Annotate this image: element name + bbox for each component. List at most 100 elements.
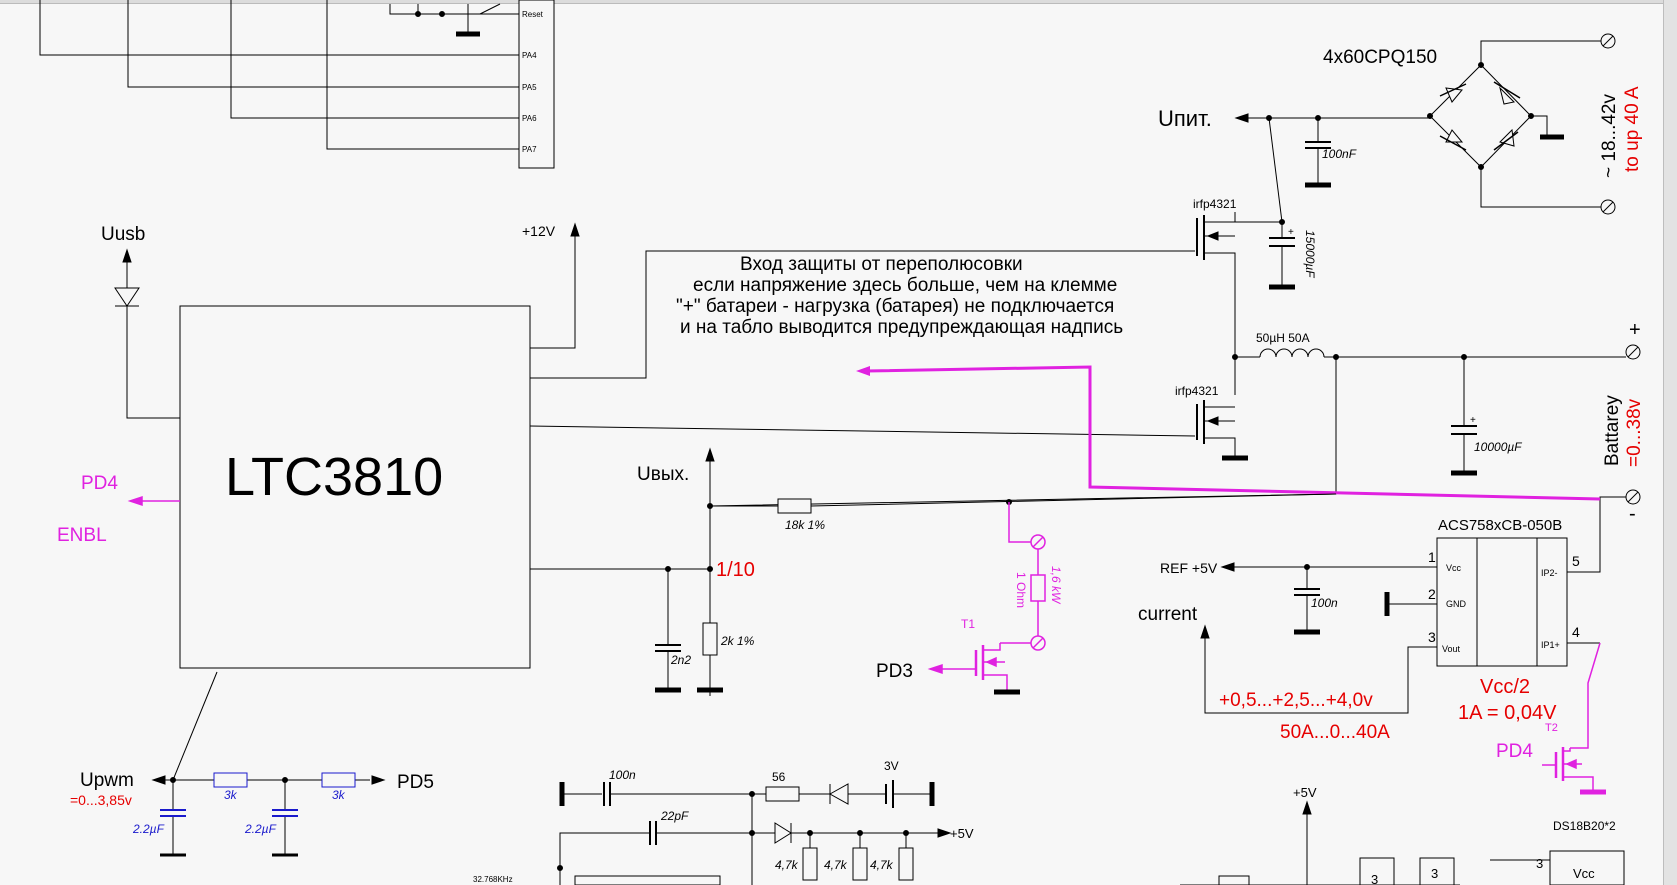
svg-text:+: + — [1470, 415, 1476, 426]
ds-label: DS18B20*2 — [1553, 819, 1616, 833]
uusb-net — [114, 222, 580, 419]
svg-text:+: + — [1288, 227, 1294, 238]
ratio-label: 1/10 — [716, 559, 755, 581]
acs-pin-vout: Vout — [1442, 644, 1461, 654]
acs-pin-4: 4 — [1572, 624, 1580, 640]
t1-label: T1 — [961, 617, 975, 631]
input-range-label: ~ 18...42v — [1599, 94, 1620, 178]
pin-reset: Reset — [522, 10, 544, 19]
r56-label: 56 — [772, 770, 786, 784]
r2k-label: 2k 1% — [720, 634, 755, 648]
battery-label: Battarey — [1602, 395, 1623, 466]
mcu-block — [39, 0, 555, 169]
shunt-r-label: 1,6 kW — [1049, 566, 1063, 605]
note-line-1: Вход защиты от переполюсовки — [740, 254, 1023, 275]
t1-shunt-switch[interactable] — [927, 502, 1046, 690]
c22pf-label: 22pF — [660, 809, 689, 823]
mcu-pin-labels: Reset PA4 PA5 PA6 PA7 — [522, 10, 544, 154]
c15000-cap[interactable]: + — [1269, 219, 1295, 290]
c10000-label: 10000µF — [1474, 440, 1522, 454]
annotation-arrow — [856, 365, 1601, 501]
pd5-label: PD5 — [397, 772, 434, 793]
protection-note: Вход защиты от переполюсовки если напряж… — [676, 254, 1123, 338]
battery-minus-label: - — [1629, 503, 1636, 525]
acs758-sensor[interactable] — [1200, 537, 1600, 714]
shunt-ohm-label: 1 Ohm — [1014, 572, 1028, 608]
c100n-ref-label: 100n — [1311, 596, 1338, 610]
sens-label: 1A = 0,04V — [1458, 702, 1557, 724]
acs-pin-ip2: IP2- — [1541, 568, 1558, 578]
uvyh-label: Uвых. — [637, 464, 689, 485]
ltc3810-label: LTC3810 — [225, 447, 443, 507]
acs-pin-names: Vcc GND Vout IP2- IP1+ — [1442, 563, 1560, 654]
acs-pin-2: 2 — [1428, 586, 1436, 602]
v12-label: +12V — [522, 223, 556, 239]
enbl-label: ENBL — [57, 525, 107, 546]
pin-pa7: PA7 — [522, 145, 537, 154]
bottom-circuit — [557, 780, 1625, 885]
battery-plus-label: + — [1629, 319, 1641, 341]
acs-pin-1: 1 — [1428, 549, 1436, 565]
r3k-b-label: 3k — [332, 788, 346, 802]
v5-a-label: +5V — [950, 826, 974, 841]
r47b-label: 4,7k — [824, 858, 848, 872]
inductor-label: 50µH 50A — [1256, 331, 1310, 345]
acs-name: ACS758xCB-050B — [1438, 517, 1562, 534]
canvas-scrollbar[interactable] — [1663, 0, 1677, 885]
gate-drive-wires — [529, 250, 1196, 437]
mosfet-bottom[interactable] — [1196, 400, 1248, 461]
r47a-label: 4,7k — [775, 858, 799, 872]
acs-pin-5: 5 — [1572, 553, 1580, 569]
xtal-label: 32.768KHz — [473, 875, 513, 884]
canvas-top-frame — [0, 0, 1663, 4]
c15000-label: 15000µF — [1303, 230, 1317, 278]
acs-pin-3: 3 — [1428, 629, 1436, 645]
c22a-label: 2.2µF — [132, 822, 165, 836]
power-stage: + — [709, 348, 1626, 507]
note-line-3: "+" батареи - нагрузка (батарея) не подк… — [676, 296, 1114, 317]
pd4-left-label: PD4 — [81, 473, 118, 494]
v5-b-label: +5V — [1293, 785, 1317, 800]
pd4-right-label: PD4 — [1496, 741, 1533, 762]
block-3c: 3 — [1536, 856, 1543, 871]
ltc3810-chip[interactable] — [179, 305, 531, 669]
block-3a: 3 — [1371, 872, 1378, 885]
v3-label: 3V — [884, 759, 899, 773]
r47c-label: 4,7k — [870, 858, 894, 872]
c100n-bottom-label: 100n — [609, 768, 636, 782]
note-line-2: если напряжение здесь больше, чем на кле… — [693, 275, 1117, 296]
mosfet-bottom-label: irfp4321 — [1175, 384, 1219, 398]
acs-pin-gnd: GND — [1446, 599, 1467, 609]
r18k-label: 18k 1% — [785, 518, 825, 532]
input-current-label: to up 40 A — [1622, 86, 1643, 172]
uusb-label: Uusb — [101, 224, 145, 245]
c22b-label: 2.2µF — [244, 822, 277, 836]
ref5-label: REF +5V — [1160, 560, 1218, 576]
pd4-enbl-net — [127, 495, 180, 507]
block-vcc: Vcc — [1573, 866, 1595, 881]
upwm-label: Upwm — [80, 770, 134, 791]
acs-pin-vcc: Vcc — [1446, 563, 1462, 573]
bridge-label: 4x60CPQ150 — [1323, 47, 1437, 68]
upwm-components — [160, 772, 356, 817]
upwm-range-label: =0...3,85v — [70, 792, 132, 808]
t2-switch[interactable] — [1542, 642, 1606, 795]
t2-label: T2 — [1545, 722, 1558, 734]
pin-pa5: PA5 — [522, 83, 537, 92]
upit-label: Uпит. — [1158, 106, 1212, 131]
vcc2-label: Vcc/2 — [1480, 676, 1530, 698]
current-label: current — [1138, 604, 1198, 625]
current-scale-label: +0,5...+2,5...+4,0v — [1219, 690, 1373, 711]
note-line-4: и на табло выводится предупреждающая над… — [680, 317, 1123, 338]
battery-range-label: =0...38v — [1624, 398, 1645, 467]
pin-pa4: PA4 — [522, 51, 537, 60]
mosfet-top[interactable] — [1196, 117, 1283, 395]
pd3-label: PD3 — [876, 661, 913, 682]
input-bus — [1234, 113, 1430, 188]
pin-pa6: PA6 — [522, 114, 537, 123]
c2n2-label: 2n2 — [670, 653, 691, 667]
diode-bridge[interactable] — [1427, 33, 1616, 215]
mosfet-top-label: irfp4321 — [1193, 197, 1237, 211]
c100nf-label: 100nF — [1322, 147, 1357, 161]
